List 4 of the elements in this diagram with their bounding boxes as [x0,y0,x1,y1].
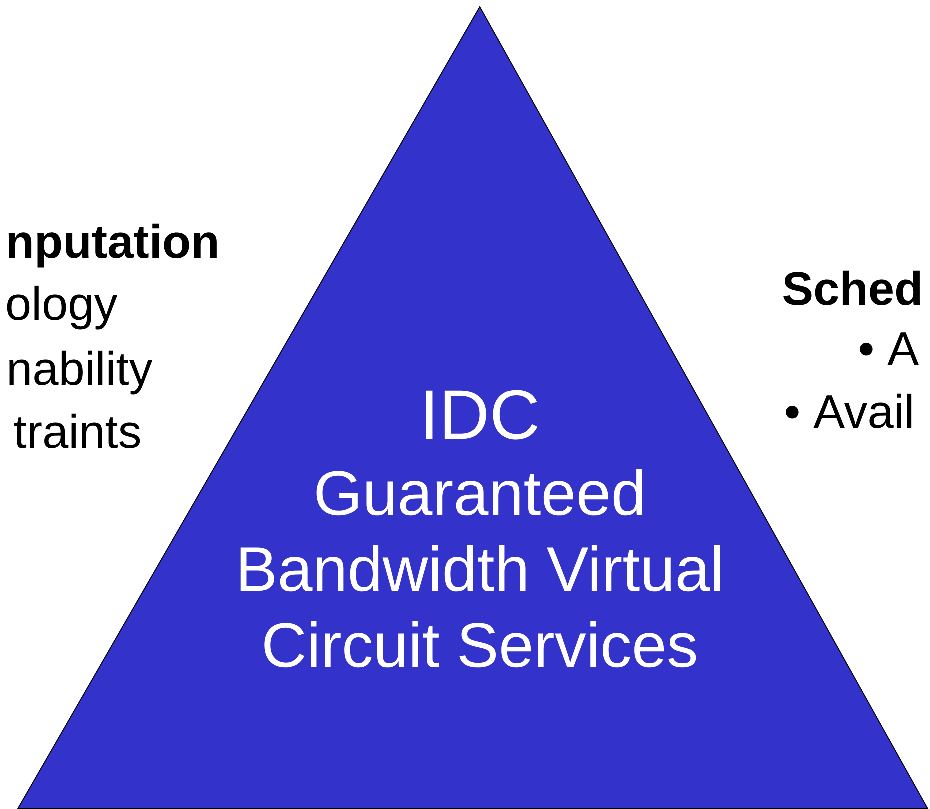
label-text: • Avail [786,394,912,428]
label-text: • A [860,332,919,365]
label-text: Sched [784,270,920,306]
label-text: traints [14,414,140,448]
